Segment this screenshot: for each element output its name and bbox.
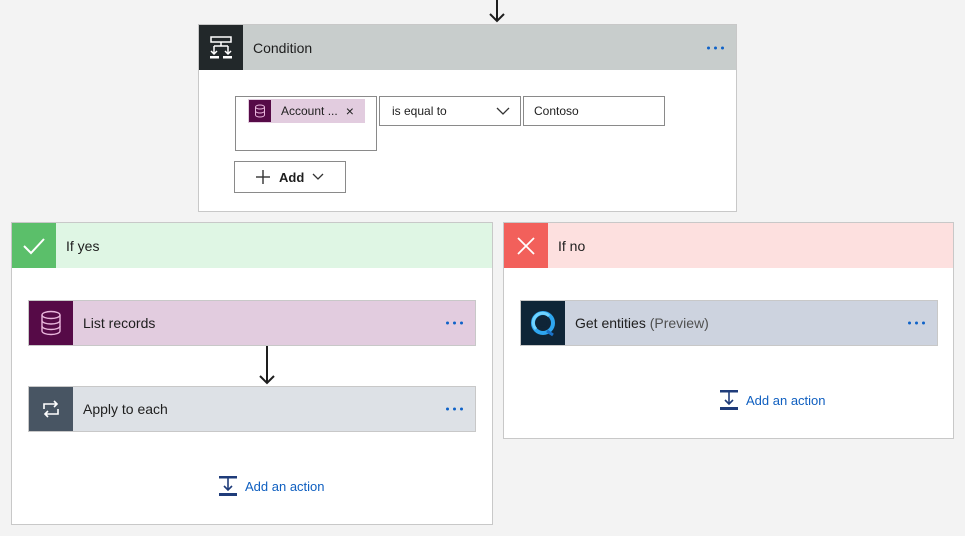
list-records-icon-box: [29, 301, 73, 345]
apply-to-each-action[interactable]: Apply to each: [28, 386, 476, 432]
flow-arrow-connector: [259, 346, 275, 385]
get-entities-action[interactable]: Get entities (Preview): [520, 300, 938, 346]
if-yes-title: If yes: [66, 237, 100, 254]
if-yes-header[interactable]: If yes: [12, 223, 492, 268]
flow-arrow-top: [489, 0, 505, 23]
if-yes-icon-box: [12, 223, 56, 268]
dynamic-content-token[interactable]: Account ... ×: [248, 99, 365, 123]
get-entities-more-icon[interactable]: [908, 321, 925, 325]
condition-left-operand[interactable]: Account ... ×: [235, 96, 377, 151]
if-no-icon-box: [504, 223, 548, 268]
operator-value: is equal to: [392, 104, 447, 118]
database-icon: [41, 310, 61, 336]
token-icon-box: [249, 100, 271, 122]
no-add-action-link[interactable]: Add an action: [718, 389, 826, 411]
condition-title: Condition: [253, 39, 313, 56]
add-condition-button[interactable]: Add: [234, 161, 346, 193]
chevron-down-icon: [312, 173, 324, 180]
condition-icon: [210, 35, 232, 58]
add-action-icon: [219, 476, 237, 496]
chevron-down-icon: [496, 107, 510, 115]
token-remove-icon[interactable]: ×: [345, 103, 354, 119]
condition-card: Condition Account ... × is equal to Cont…: [198, 24, 737, 212]
no-add-action-label: Add an action: [746, 392, 826, 408]
token-label: Account ...: [281, 104, 338, 118]
condition-icon-box: [199, 25, 243, 70]
condition-value: Contoso: [534, 104, 579, 118]
get-entities-title: Get entities (Preview): [575, 315, 709, 331]
get-entities-preview-tag: (Preview): [649, 315, 709, 331]
dataverse-icon: [531, 311, 555, 337]
if-no-branch: If no Get entities (Preview): [503, 222, 954, 439]
yes-add-action-link[interactable]: Add an action: [217, 475, 325, 497]
yes-add-action-label: Add an action: [245, 478, 325, 494]
add-action-icon: [720, 390, 738, 410]
operator-dropdown[interactable]: is equal to: [379, 96, 521, 126]
list-records-action[interactable]: List records: [28, 300, 476, 346]
apply-to-each-more-icon[interactable]: [446, 407, 463, 411]
add-label: Add: [279, 169, 305, 185]
if-no-header[interactable]: If no: [504, 223, 953, 268]
get-entities-label: Get entities: [575, 315, 646, 331]
apply-to-each-title: Apply to each: [83, 401, 168, 417]
list-records-header[interactable]: List records: [29, 301, 475, 345]
checkmark-icon: [23, 237, 45, 254]
loop-icon: [43, 400, 59, 418]
if-yes-branch: If yes List records: [11, 222, 493, 525]
list-records-more-icon[interactable]: [446, 321, 463, 325]
apply-to-each-header[interactable]: Apply to each: [29, 387, 475, 431]
condition-header[interactable]: Condition: [199, 25, 736, 70]
database-icon: [255, 104, 265, 118]
condition-more-icon[interactable]: [707, 46, 724, 49]
close-icon: [517, 236, 535, 255]
if-no-title: If no: [558, 237, 586, 254]
get-entities-header[interactable]: Get entities (Preview): [521, 301, 937, 345]
plus-icon: [256, 170, 270, 184]
apply-to-each-icon-box: [29, 387, 73, 431]
list-records-title: List records: [83, 315, 156, 331]
get-entities-icon-box: [521, 301, 565, 345]
condition-value-input[interactable]: Contoso: [523, 96, 665, 126]
